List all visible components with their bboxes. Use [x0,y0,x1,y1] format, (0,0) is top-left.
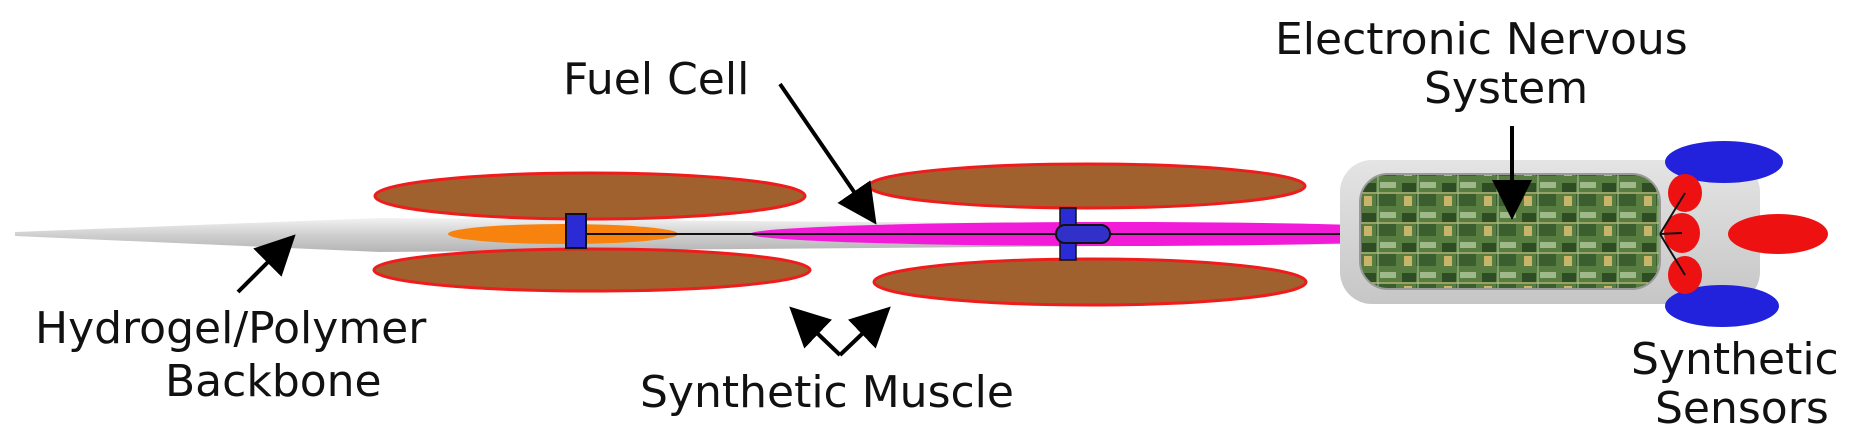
synthetic-sensors-label-line1: Synthetic [1631,334,1839,385]
arrow-muscle-right [838,306,891,357]
arrow-muscle-left [789,306,842,357]
connector-left [565,213,587,249]
synthetic-muscle-upper-left [373,171,807,221]
synthetic-sensors [1659,141,1828,327]
sensor-red-tip [1728,214,1828,254]
sensor-wire-top [1659,192,1686,235]
sensor-blue-bottom [1665,285,1779,327]
sensor-wire-middle [1659,232,1683,235]
connector-right-capsule [1055,224,1111,244]
synthetic-muscle-lower-left [372,247,812,293]
electronic-nervous-label-line1: Electronic Nervous [1275,14,1688,65]
orange-cell [448,224,678,244]
synthetic-sensors-label-line2: Sensors [1655,383,1829,434]
arrow-backbone [236,234,296,294]
electronic-nervous-label-line2: System [1424,63,1588,114]
sensor-blue-top [1665,141,1783,183]
synthetic-muscle-lower-right [872,257,1308,307]
synthetic-muscle-upper-right [867,162,1307,210]
fuel-cell-label: Fuel Cell [563,54,749,105]
backbone-label-line1: Hydrogel/Polymer [35,303,427,354]
sensor-wire-bottom [1659,233,1686,276]
arrow-fuel-cell [778,82,877,225]
backbone-label-line2: Backbone [165,356,382,407]
synthetic-muscle-label: Synthetic Muscle [640,367,1014,418]
